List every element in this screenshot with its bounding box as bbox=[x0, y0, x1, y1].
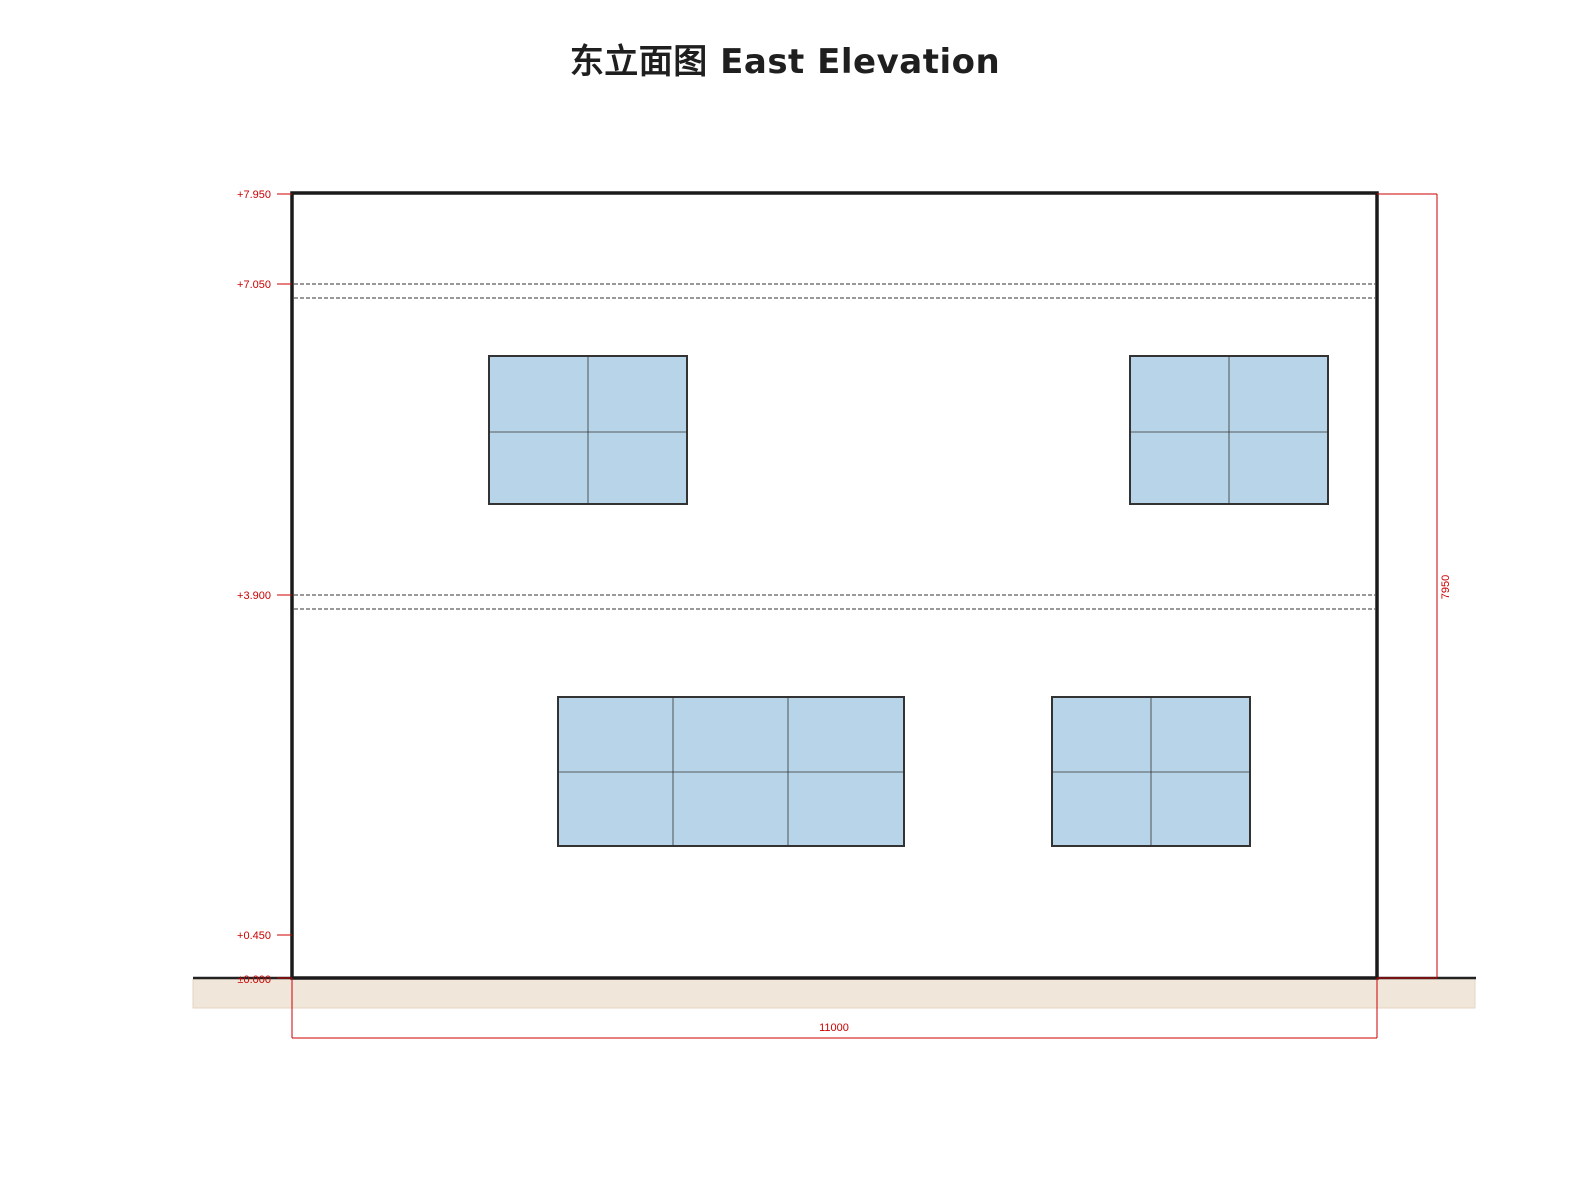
level-marker-7950: +7.950 bbox=[237, 189, 292, 201]
level-marker-0000: ±0.000 bbox=[237, 974, 292, 986]
level-marker-3900: +3.900 bbox=[237, 590, 292, 602]
drawing-title: 东立面图 East Elevation bbox=[569, 42, 1001, 82]
roof-slab-lines bbox=[294, 283, 1375, 299]
upper-left-window bbox=[488, 355, 688, 505]
floor-slab-lines bbox=[294, 594, 1375, 610]
level-marker-7050: +7.050 bbox=[237, 279, 292, 291]
upper-right-window bbox=[1129, 355, 1329, 505]
height-dimension: 7950 bbox=[1377, 193, 1452, 979]
level-label: +7.950 bbox=[237, 189, 271, 201]
height-dimension-label: 7950 bbox=[1440, 575, 1452, 599]
level-label: +0.450 bbox=[237, 930, 271, 942]
level-label: +7.050 bbox=[237, 279, 271, 291]
lower-wide-window bbox=[557, 696, 905, 847]
width-dimension: 11000 bbox=[291, 978, 1378, 1039]
width-dimension-label: 11000 bbox=[819, 1022, 849, 1034]
level-label: ±0.000 bbox=[237, 974, 271, 986]
facade-outline bbox=[290, 191, 1379, 980]
lower-right-window bbox=[1051, 696, 1251, 847]
level-marker-0450: +0.450 bbox=[237, 930, 292, 942]
ground-strip bbox=[192, 978, 1476, 1009]
level-label: +3.900 bbox=[237, 590, 271, 602]
